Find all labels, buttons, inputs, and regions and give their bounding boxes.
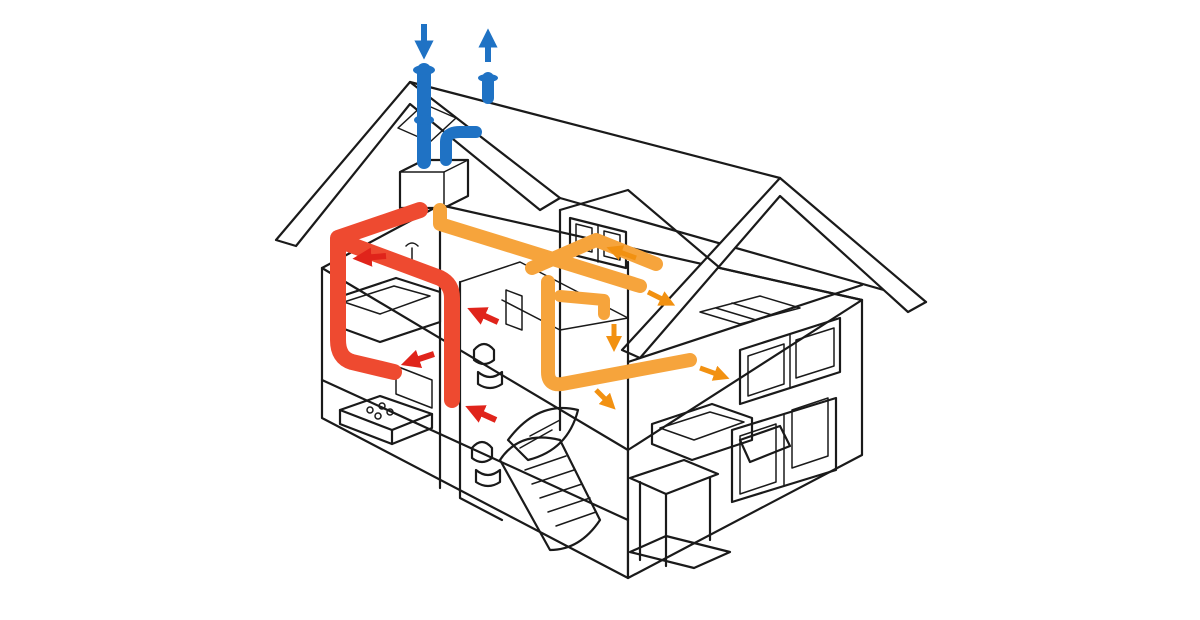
supply-duct-bedroom xyxy=(554,290,610,320)
upper-room-divider xyxy=(558,188,864,302)
toilet-lower xyxy=(470,440,502,488)
furniture xyxy=(334,216,842,570)
right-upper-window xyxy=(738,316,842,406)
staircase xyxy=(498,406,602,552)
supply-ducts xyxy=(433,203,730,410)
toilet-upper xyxy=(472,342,504,390)
right-roof-gable xyxy=(620,176,928,360)
extract-duct-kitchen xyxy=(330,202,428,380)
supply-duct-upper xyxy=(525,233,663,275)
kitchen-counter xyxy=(338,394,434,446)
right-lower-window xyxy=(730,396,838,504)
arrow-right-icon xyxy=(699,365,730,381)
sofa xyxy=(650,402,792,464)
intake-cap xyxy=(413,65,435,75)
extract-duct-bathroom xyxy=(330,232,460,408)
supply-duct-living xyxy=(541,275,697,392)
arrow-left-icon xyxy=(606,245,637,261)
arrow-left-icon xyxy=(467,307,500,325)
bathroom-door xyxy=(505,289,523,331)
kitchen-window xyxy=(395,365,433,409)
arrow-down-icon xyxy=(594,388,616,410)
extract-ducts xyxy=(330,202,500,423)
exhaust-duct-inner xyxy=(440,126,482,166)
roof-ridge xyxy=(408,80,782,180)
arrow-left-icon xyxy=(352,247,387,267)
arrow-left-icon xyxy=(400,349,435,369)
fresh-air-ducts xyxy=(413,24,498,169)
dining-table xyxy=(628,458,732,570)
roof-eave xyxy=(558,196,928,304)
arrow-left-icon xyxy=(465,405,498,423)
arrow-right-icon xyxy=(646,289,676,306)
ventilation-unit xyxy=(398,158,470,210)
floor-slab-right xyxy=(626,283,864,364)
unit-box xyxy=(398,158,470,210)
supply-duct-main xyxy=(433,203,647,293)
attic-floor xyxy=(699,295,801,325)
floor-slab-left xyxy=(320,378,630,522)
